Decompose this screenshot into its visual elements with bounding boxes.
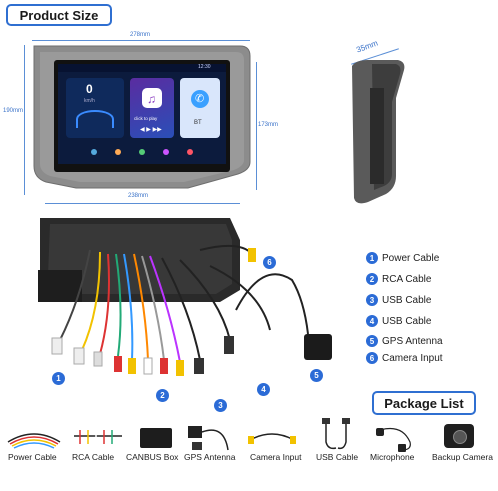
dimension-depth: 35mm (355, 38, 380, 55)
legend-item: 6 Camera Input (366, 350, 443, 366)
legend-number: 6 (366, 352, 378, 364)
legend-number: 4 (366, 315, 378, 327)
package-list-title: Package List (372, 391, 476, 415)
dimension-line-top (32, 40, 250, 41)
callout-4: 4 (257, 383, 270, 396)
usb-cable-thumb (322, 418, 350, 450)
dimension-width-top: 278mm (130, 32, 151, 38)
camera-input-thumb (248, 433, 296, 444)
legend-label: USB Cable (382, 315, 432, 327)
legend-number: 1 (366, 252, 378, 264)
callout-1: 1 (52, 372, 65, 385)
dimension-width-bottom: 238mm (128, 193, 149, 199)
legend-label: GPS Antenna (382, 335, 443, 347)
music-note-icon: ♫ (142, 88, 162, 108)
callout-3: 3 (214, 399, 227, 412)
package-item-label: CANBUS Box (126, 452, 179, 462)
dimension-line-bottom (45, 203, 240, 204)
legend-label: Camera Input (382, 352, 443, 364)
callout-6: 6 (263, 256, 276, 269)
backup-camera-icon (444, 424, 474, 448)
music-widget[interactable]: ♫ click to play ◀ ▶ ▶▶ (130, 78, 174, 138)
microphone-thumb (376, 427, 411, 452)
wiring-harness (38, 218, 271, 376)
dock-icon[interactable] (139, 149, 145, 155)
power-cable-thumb (7, 433, 61, 449)
dimension-line-right (256, 62, 257, 190)
phone-icon: ✆ (191, 90, 209, 108)
callout-5: 5 (310, 369, 323, 382)
speed-value: 0 (86, 82, 93, 96)
legend-number: 2 (366, 273, 378, 285)
legend-label: RCA Cable (382, 273, 432, 285)
speed-unit: km/h (84, 98, 95, 104)
package-item-label: Camera Input (250, 452, 302, 462)
package-item-label: Microphone (370, 452, 415, 462)
legend-item: 1 Power Cable (366, 250, 439, 266)
head-unit-screen: 12:30 0 km/h ♫ click to play ◀ ▶ ▶▶ ✆ BT (58, 64, 226, 164)
package-item-label: USB Cable (316, 452, 359, 462)
package-item-label: Power Cable (8, 452, 57, 462)
legend-item: 3 USB Cable (366, 292, 431, 308)
head-unit-side (352, 60, 405, 204)
app-dock (82, 146, 202, 158)
phone-widget[interactable]: ✆ BT (180, 78, 220, 138)
music-hint: click to play (134, 116, 158, 121)
dimension-height-right: 173mm (258, 122, 279, 128)
gps-antenna-thumb (188, 426, 229, 451)
gps-cable (235, 273, 309, 335)
canbus-box-icon (140, 428, 172, 448)
callout-2: 2 (156, 389, 169, 402)
legend-item: 2 RCA Cable (366, 271, 431, 287)
legend-item: 5 GPS Antenna (366, 333, 443, 349)
legend-item: 4 USB Cable (366, 313, 431, 329)
gauge-icon (76, 110, 114, 128)
dock-icon[interactable] (91, 149, 97, 155)
product-size-title: Product Size (6, 4, 112, 26)
legend-number: 5 (366, 335, 378, 347)
dock-icon[interactable] (187, 149, 193, 155)
rca-cable-thumb (74, 430, 122, 444)
package-item-label: RCA Cable (72, 452, 115, 462)
package-item-label: GPS Antenna (184, 452, 236, 462)
gps-antenna-icon (304, 334, 332, 360)
dimension-height-left: 190mm (3, 108, 24, 114)
package-item-label: Backup Camera (432, 452, 493, 462)
bt-label: BT (194, 120, 202, 126)
legend-label: USB Cable (382, 294, 432, 306)
music-controls-icon: ◀ ▶ ▶▶ (140, 127, 162, 133)
dock-icon[interactable] (163, 149, 169, 155)
legend-number: 3 (366, 294, 378, 306)
status-bar (58, 64, 226, 72)
speed-widget[interactable]: 0 km/h (66, 78, 124, 138)
status-time: 12:30 (198, 64, 211, 70)
dimension-line-left (24, 45, 25, 195)
dock-icon[interactable] (115, 149, 121, 155)
legend-label: Power Cable (382, 252, 440, 264)
